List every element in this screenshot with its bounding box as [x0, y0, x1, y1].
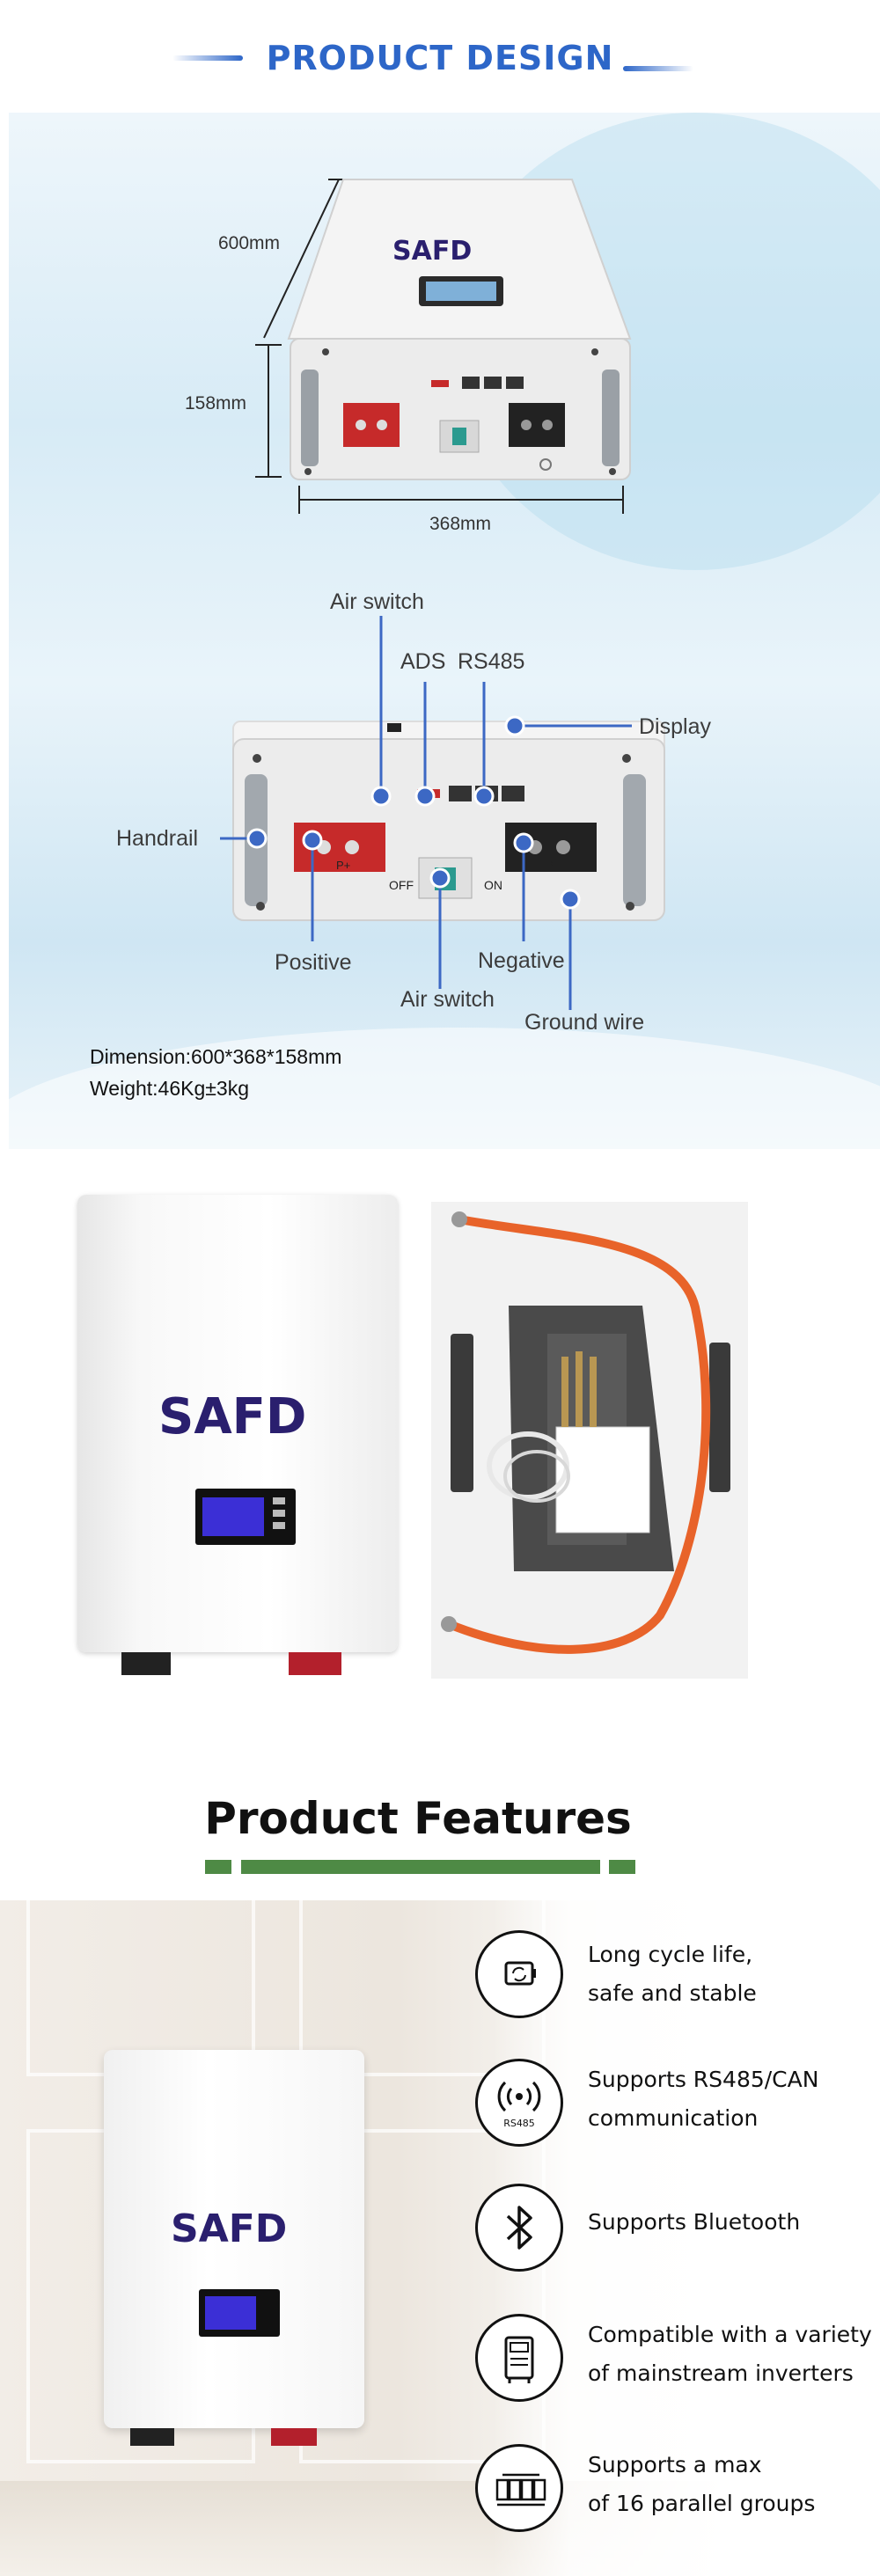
dimension-depth-label: 600mm [218, 233, 281, 253]
feature-1-line1: Long cycle life, [588, 1942, 753, 1967]
callout-display: Display [639, 714, 711, 739]
features-battery-photo: SAFD [104, 2050, 364, 2446]
feature-2-line2: communication [588, 2105, 759, 2131]
front-on-label: ON [484, 878, 502, 892]
features-battery-display [199, 2289, 280, 2337]
spec-weight: Weight:46Kg±3kg [90, 1077, 249, 1100]
battery-photo-logo: SAFD [158, 1388, 307, 1445]
front-p-plus-label: P+ [336, 859, 351, 872]
parallel-batteries-icon [475, 2444, 563, 2532]
battery-front-panel-drawing [220, 616, 665, 1010]
product-design-title: PRODUCT DESIGN [266, 39, 614, 77]
feature-3-text: Supports Bluetooth [588, 2203, 800, 2242]
feature-2-text: Supports RS485/CAN communication [588, 2060, 818, 2138]
dimension-width-label: 368mm [429, 514, 492, 534]
feature-4-line1: Compatible with a variety [588, 2322, 872, 2347]
feature-5-line1: Supports a max [588, 2452, 762, 2477]
features-green-bar-left [205, 1860, 231, 1874]
cycle-battery-icon [475, 1930, 563, 2018]
callout-air-switch-top: Air switch [330, 589, 424, 614]
battery-brand-logo: SAFD [392, 236, 473, 267]
feature-5-line2: of 16 parallel groups [588, 2491, 816, 2516]
title-dash-left [172, 55, 243, 61]
front-off-label: OFF [389, 878, 414, 892]
dimension-height-label: 158mm [185, 393, 247, 413]
feature-4-line2: of mainstream inverters [588, 2360, 854, 2386]
title-dash-right [623, 66, 693, 71]
feature-3-line1: Supports Bluetooth [588, 2209, 801, 2235]
front-p-minus-label: P- [546, 859, 557, 872]
battery-photo-display [195, 1489, 296, 1545]
bluetooth-icon [475, 2184, 563, 2272]
accessories-photo [431, 1202, 748, 1679]
spec-dimension: Dimension:600*368*158mm [90, 1045, 342, 1068]
features-room-background [0, 1900, 880, 2576]
feature-1-text: Long cycle life, safe and stable [588, 1936, 757, 2013]
rs485-signal-icon: RS485 [475, 2059, 563, 2147]
battery-front-photo: SAFD [77, 1195, 398, 1675]
features-green-bar-center [241, 1860, 600, 1874]
rs485-icon-badge: RS485 [503, 2118, 535, 2129]
product-features-title: Product Features [204, 1793, 632, 1844]
features-green-bar-right [609, 1860, 635, 1874]
callout-ads: ADS [400, 649, 446, 674]
callout-air-switch-bottom: Air switch [400, 987, 495, 1012]
features-battery-logo: SAFD [171, 2206, 288, 2251]
inverter-icon [475, 2314, 563, 2402]
callout-ground-wire: Ground wire [524, 1010, 645, 1035]
feature-2-line1: Supports RS485/CAN [588, 2067, 819, 2092]
callout-rs485: RS485 [458, 649, 525, 674]
callout-negative: Negative [478, 948, 565, 973]
battery-3d-drawing [255, 179, 632, 514]
feature-4-text: Compatible with a variety of mainstream … [588, 2316, 872, 2393]
feature-1-line2: safe and stable [588, 1980, 757, 2006]
callout-handrail: Handrail [116, 826, 199, 851]
callout-positive: Positive [275, 950, 352, 975]
feature-5-text: Supports a max of 16 parallel groups [588, 2446, 815, 2523]
